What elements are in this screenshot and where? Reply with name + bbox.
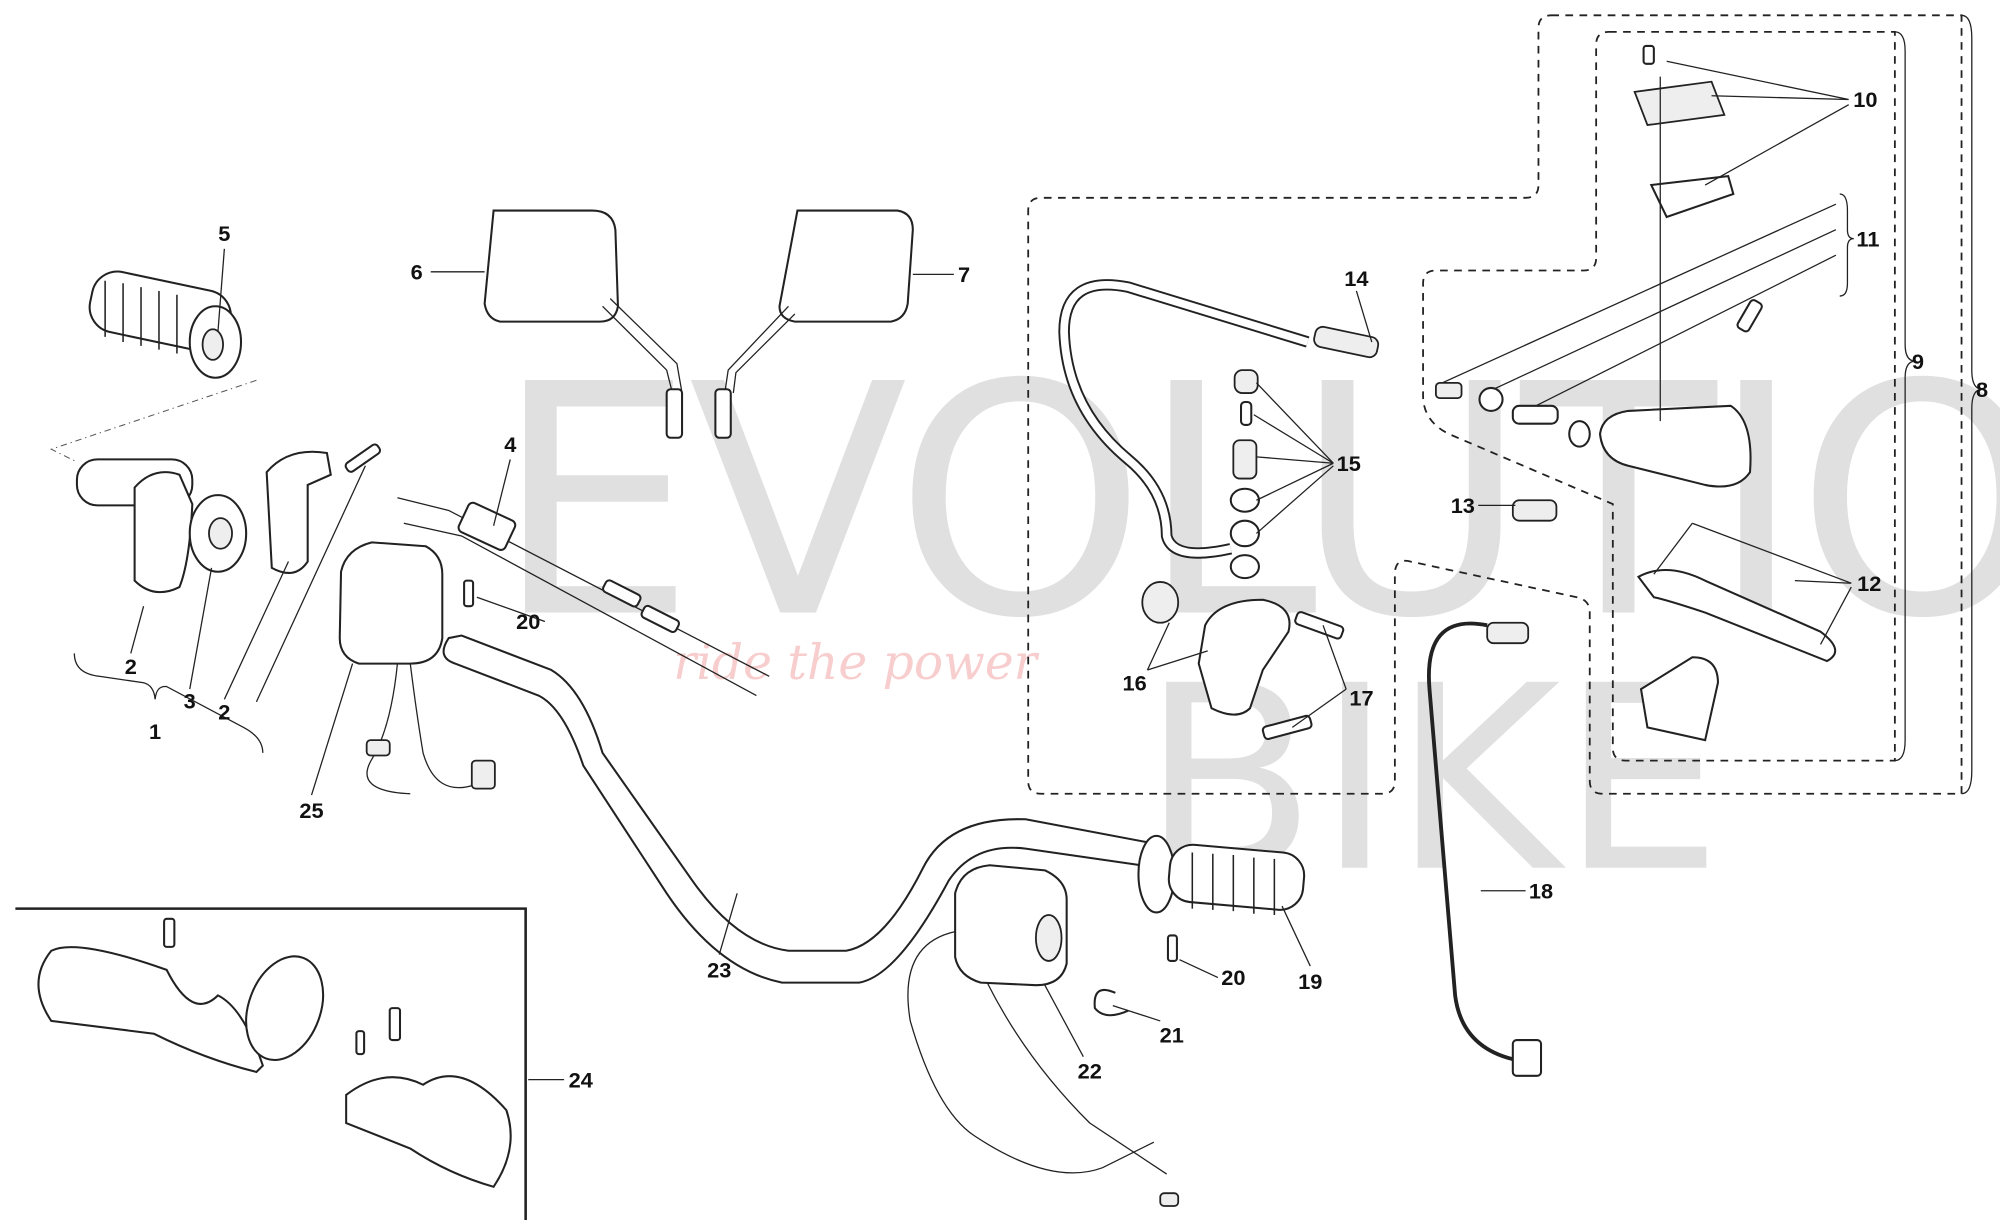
axis-line — [49, 379, 257, 463]
callout-6: 6 — [411, 260, 423, 285]
mirror-left — [483, 209, 684, 439]
banjo-fittings — [1229, 369, 1260, 580]
callout-1: 1 — [149, 719, 161, 744]
callout-9: 9 — [1912, 349, 1924, 374]
callout-10: 10 — [1853, 87, 1877, 112]
brake-light-switch — [1511, 499, 1558, 522]
callout-16: 16 — [1122, 670, 1146, 695]
master-cylinder-clamp — [1141, 581, 1345, 741]
callout-25: 25 — [299, 798, 323, 823]
callout-4: 4 — [504, 432, 516, 457]
callout-2-right: 2 — [218, 700, 230, 725]
pin-right — [1166, 934, 1178, 962]
group-boundary-9 — [1422, 31, 1896, 762]
mirror-right — [714, 209, 914, 439]
handlebar — [442, 634, 1149, 984]
throttle-assembly — [75, 443, 382, 594]
callout-19: 19 — [1298, 969, 1322, 994]
brake-master-cylinder — [1435, 44, 1837, 742]
bracket-11 — [1839, 193, 1854, 297]
leader-lines — [130, 60, 1852, 1081]
right-grip — [1137, 834, 1306, 915]
bracket-9 — [1894, 31, 1916, 762]
watermark-tagline: ride the power — [673, 635, 1040, 691]
callout-3: 3 — [184, 688, 196, 713]
throttle-cables — [397, 497, 770, 697]
callout-8: 8 — [1976, 377, 1988, 402]
brake-switch-wire — [1426, 621, 1543, 1077]
callout-14: 14 — [1344, 266, 1368, 291]
bracket-1 — [73, 653, 264, 753]
callout-22: 22 — [1078, 1058, 1102, 1083]
callout-20-right: 20 — [1221, 965, 1245, 990]
brake-hose — [1058, 279, 1380, 559]
callout-7: 7 — [958, 262, 970, 287]
callout-2-left: 2 — [125, 654, 137, 679]
callout-24: 24 — [569, 1067, 593, 1092]
callout-23: 23 — [707, 958, 731, 983]
pin-left — [463, 579, 475, 608]
callout-labels: 5 6 7 4 14 10 11 9 8 15 13 12 20 16 17 2… — [125, 87, 1988, 1092]
callout-18: 18 — [1529, 878, 1553, 903]
group-boundary-8 — [1027, 14, 1963, 795]
callout-13: 13 — [1451, 493, 1475, 518]
right-switch — [907, 864, 1180, 1207]
clip-21 — [1093, 988, 1129, 1017]
callout-20-left: 20 — [516, 609, 540, 634]
callout-21: 21 — [1160, 1023, 1184, 1048]
callout-12: 12 — [1857, 571, 1881, 596]
callout-15: 15 — [1337, 451, 1361, 476]
left-switch — [338, 541, 496, 795]
callout-17: 17 — [1349, 686, 1373, 711]
callout-5: 5 — [218, 221, 230, 246]
handguard-kit — [15, 907, 527, 1220]
left-grip — [88, 270, 243, 379]
callout-11: 11 — [1856, 226, 1879, 251]
bracket-8 — [1961, 14, 1983, 795]
